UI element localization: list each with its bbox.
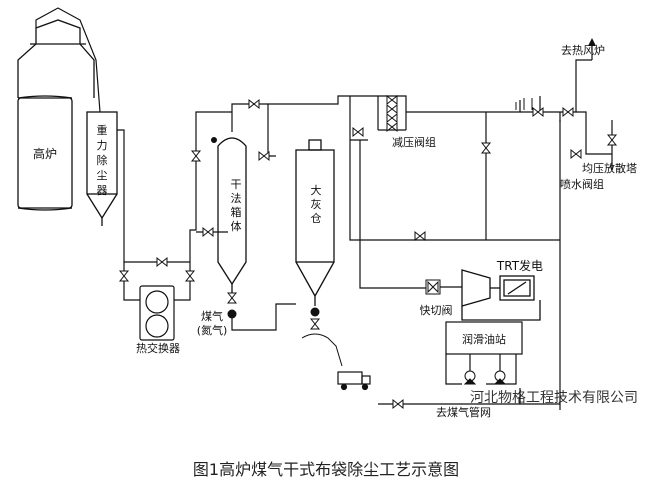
hot-stove-arrow-icon xyxy=(588,38,596,60)
prv-group-piping xyxy=(349,95,561,410)
hx-inlet-valve-icon[interactable] xyxy=(119,270,129,282)
prv-inlet-valve-icon xyxy=(352,127,364,137)
filter-bypass-valve-icon[interactable] xyxy=(202,227,214,237)
figure-caption: 图1高炉煤气干式布袋除尘工艺示意图 xyxy=(192,460,460,479)
ash-truck-icon xyxy=(337,371,371,391)
filter-discharge-valves xyxy=(227,292,237,319)
bypass-valve-icon[interactable] xyxy=(156,257,168,267)
trt-inlet-valve-icon[interactable] xyxy=(481,142,491,154)
quick-cut-valve-label: 快切阀 xyxy=(420,303,453,317)
gas-nitrogen-label: 煤气(氮气) xyxy=(197,309,228,337)
ash-bin-label: 大灰仓 xyxy=(311,183,322,225)
ash-bin xyxy=(295,139,335,306)
quick-cut-valve-icon[interactable] xyxy=(425,279,441,295)
filter-inlet-valve-icon[interactable] xyxy=(191,150,201,162)
prv-valve-icon xyxy=(386,95,398,105)
spray-valve-group-label: 喷水阀组 xyxy=(560,177,604,191)
hot-stove-valve-icon xyxy=(532,107,544,117)
to-hot-stove-label: 去热风炉 xyxy=(561,44,605,57)
blast-furnace-label: 高炉 xyxy=(33,146,57,161)
filter-vent-icon xyxy=(211,137,217,143)
dry-filter-box-label: 干法箱体 xyxy=(231,178,242,233)
trt-bypass-valve-icon[interactable] xyxy=(414,231,426,241)
furnace-to-catcher-pipe xyxy=(35,7,101,113)
pipe-network-label: 去煤气管网 xyxy=(436,405,491,419)
trt-branch-pipe xyxy=(359,112,487,289)
tower-valve-icon xyxy=(570,149,582,159)
hot-stove-valve-icon xyxy=(562,107,574,117)
trt-ticks xyxy=(515,98,533,110)
ash-transport-line xyxy=(231,303,296,331)
lube-pumps xyxy=(463,370,507,385)
tower-valve-icon xyxy=(607,134,617,146)
clean-gas-pipe xyxy=(231,95,350,157)
blast-furnace xyxy=(17,19,95,211)
lube-oil-station-label: 润滑油站 xyxy=(462,332,506,346)
ash-discharge xyxy=(301,307,343,367)
filter-outlet-valve-icon[interactable] xyxy=(248,99,260,109)
hx-outlet-valve-icon[interactable] xyxy=(185,270,195,282)
heat-exchanger xyxy=(123,282,191,341)
hot-stove-valves[interactable] xyxy=(532,107,617,159)
prv-valve-icon xyxy=(386,104,398,114)
heat-exchanger-label: 热交换器 xyxy=(136,341,180,355)
filter-side-valve-icon[interactable] xyxy=(258,151,270,161)
prv-valve-icon xyxy=(386,113,398,123)
network-valve-icon[interactable] xyxy=(392,399,404,409)
filter-discharge-valve-icon xyxy=(227,292,237,304)
trt-unit xyxy=(440,269,541,321)
trt-generator-label: TRT发电 xyxy=(496,258,543,273)
watermark: 河北物格工程技术有限公司 xyxy=(470,390,638,406)
gravity-dust-catcher-label: 重力除尘器 xyxy=(97,123,108,197)
gravity-dust-catcher xyxy=(86,111,118,226)
network-pipe xyxy=(378,388,560,405)
prv-group-label: 减压阀组 xyxy=(392,135,436,149)
pressure-equalizing-tower-label: 均压放散塔 xyxy=(582,161,637,175)
lube-oil-station xyxy=(445,321,523,385)
